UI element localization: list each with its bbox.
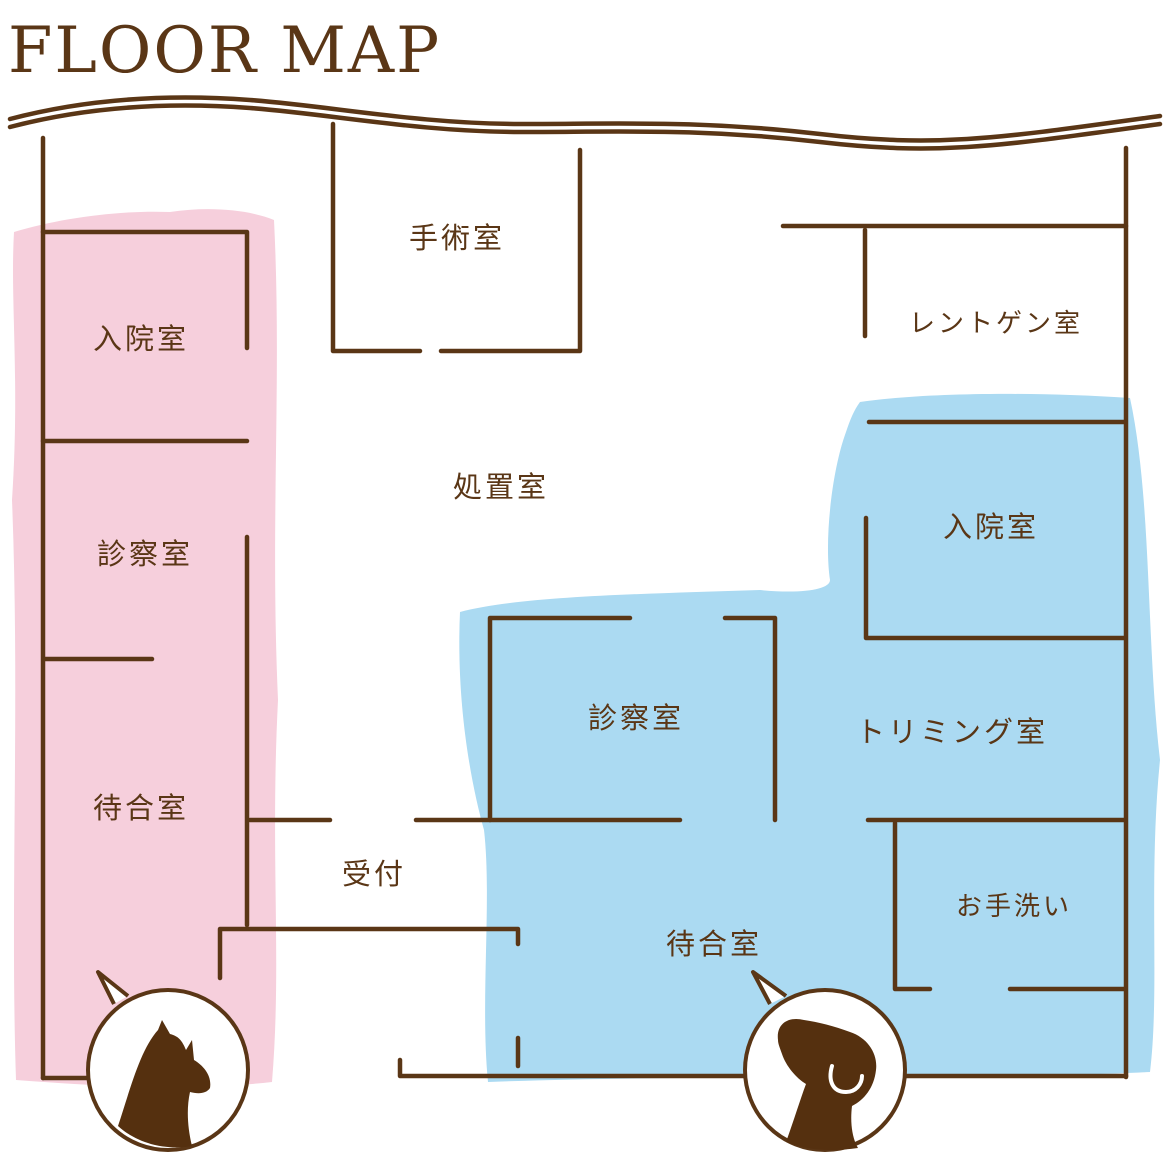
map-title: FLOOR MAP [8, 14, 441, 88]
dog-silhouette-icon [743, 970, 907, 1152]
room-label-exam-dog: 診察室 [588, 701, 684, 735]
room-label-waiting-cat: 待合室 [93, 791, 189, 825]
room-label-treatment: 処置室 [453, 470, 549, 504]
dog-zone [459, 393, 1160, 1082]
room-label-reception: 受付 [342, 857, 406, 891]
top-boundary [7, 95, 1163, 151]
cat-silhouette-icon [86, 970, 250, 1152]
walls [40, 121, 1129, 1081]
room-label-xray: レントゲン室 [909, 309, 1083, 339]
room-label-ward-cat: 入院室 [93, 322, 189, 356]
cat-zone [12, 209, 278, 1088]
room-labels: 入院室 診察室 待合室 手術室 レントゲン室 処置室 入院室 診察室 トリミング… [93, 221, 1083, 961]
room-label-ward-dog: 入院室 [943, 510, 1039, 544]
room-label-exam-cat: 診察室 [97, 537, 193, 571]
room-label-trimming: トリミング室 [856, 715, 1048, 749]
room-label-surgery: 手術室 [409, 221, 505, 255]
room-label-waiting-dog: 待合室 [666, 927, 762, 961]
room-label-restroom: お手洗い [956, 892, 1072, 922]
